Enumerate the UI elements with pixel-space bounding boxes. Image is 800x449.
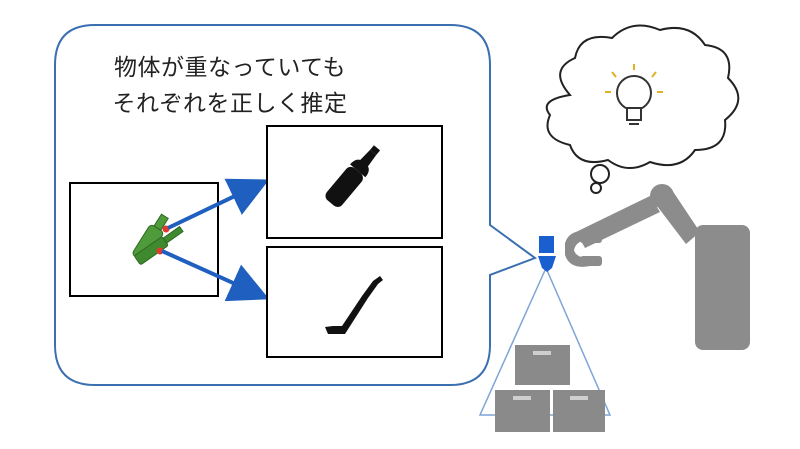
- caption-line-1: 物体が重なっていても: [113, 55, 346, 81]
- box-stack: [495, 345, 605, 432]
- robot-arm-icon: [565, 184, 750, 350]
- arrow-to-second-mask: [161, 249, 270, 302]
- overlapping-bottles-icon: [132, 213, 184, 265]
- bottle-silhouette-icon: [325, 145, 381, 207]
- output-mask-box-2: [266, 246, 443, 358]
- caption-line-2: それぞれを正しく推定: [112, 91, 348, 117]
- cloud-thought-icon: [545, 24, 740, 194]
- occluded-bottle-silhouette-icon: [325, 276, 383, 334]
- camera-icon: [538, 236, 556, 272]
- lightbulb-icon: [605, 64, 663, 125]
- arrow-to-bottle-mask: [167, 178, 270, 230]
